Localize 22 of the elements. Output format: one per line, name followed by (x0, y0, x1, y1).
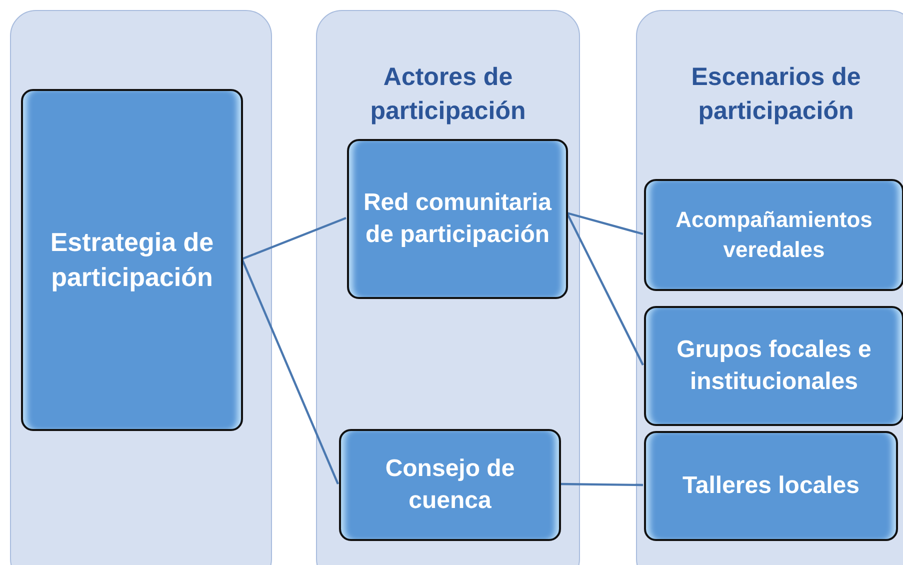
process-box (644, 179, 903, 291)
column-band (10, 10, 272, 565)
column-heading: Escenarios de participación (690, 62, 862, 127)
box-label: Red comunitaria de participación (362, 188, 553, 250)
process-box (644, 306, 903, 426)
connector-line (240, 258, 340, 484)
process-box (644, 431, 898, 541)
process-box (339, 429, 561, 541)
box-label: Consejo de cuenca (384, 454, 516, 516)
box-label: Acompañamientos veredales (674, 206, 874, 264)
column-band (316, 10, 580, 565)
column-band (636, 10, 903, 565)
connector-line (242, 216, 346, 260)
connector-line (566, 212, 644, 366)
box-label: Grupos focales e institucionales (676, 334, 872, 397)
connector-line (560, 482, 644, 486)
box-label: Talleres locales (682, 470, 860, 501)
column-heading: Actores de participación (369, 62, 527, 127)
process-box (21, 89, 243, 431)
box-label: Estrategia de participación (49, 226, 215, 294)
connector-line (566, 212, 644, 236)
process-box (347, 139, 568, 299)
